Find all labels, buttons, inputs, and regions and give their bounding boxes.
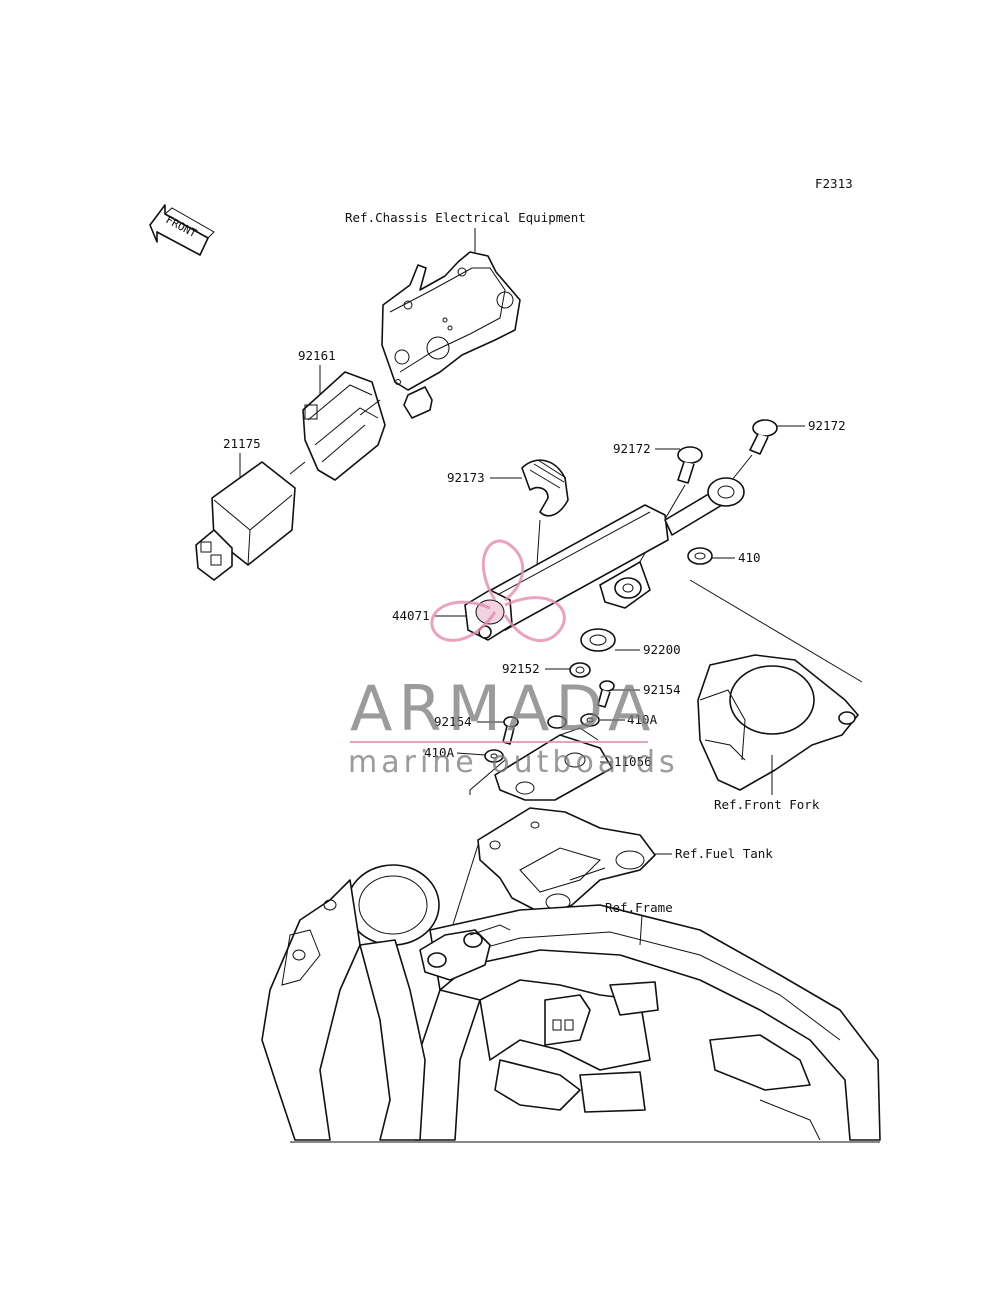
part-label-92154-b: 92154 [434,714,472,729]
electronic-module-21175 [195,461,296,581]
propeller-logo-icon [430,539,566,643]
washer-410A-b [484,749,504,763]
washer [547,715,567,729]
rubber-cover-92161 [302,371,386,481]
bracket-11056 [494,727,613,801]
part-label-92172-b: 92172 [808,418,846,433]
leader-line [731,454,753,481]
fuel-tank-bracket [477,807,656,916]
watermark-brand: ARMADA [350,672,656,745]
part-label-92200: 92200 [643,642,681,657]
leader-line [639,914,643,946]
clamp-92173 [521,459,569,517]
ref-fuel-tank-label: Ref.Fuel Tank [675,846,773,861]
part-label-92152: 92152 [502,661,540,676]
washer-92152 [569,662,591,678]
part-label-21175: 21175 [223,436,261,451]
leader-line [289,461,306,475]
part-label-92173: 92173 [447,470,485,485]
leader-line [359,399,381,416]
washer-410 [687,547,713,565]
armada-watermark: ARMADA marine outboards [348,539,679,780]
ref-front-fork-label: Ref.Front Fork [714,797,820,812]
electrical-bracket [381,251,521,419]
ref-chassis-electrical-label: Ref.Chassis Electrical Equipment [345,210,586,225]
leader-line [689,579,863,683]
bolt-92172-b [749,419,778,455]
figure-code: F2313 [815,176,853,191]
part-label-410A-b: 410A [424,745,455,760]
part-label-92161: 92161 [298,348,336,363]
bolt-92172-a [677,446,703,484]
motorcycle-frame [261,864,881,1143]
front-arrow-icon: FRONT [149,204,215,256]
bolt-92154-a [597,680,615,708]
ref-frame-label: Ref.Frame [605,900,673,915]
part-label-92172-a: 92172 [613,441,651,456]
part-label-410: 410 [738,550,761,565]
watermark-tagline: marine outboards [348,745,679,780]
spacer-92200 [580,628,616,652]
part-label-92154-a: 92154 [643,682,681,697]
part-label-44071: 44071 [392,608,430,623]
front-fork-top-bridge [697,654,859,791]
part-label-11056: 11056 [614,754,652,769]
leader-line [469,759,506,791]
part-label-410A-a: 410A [627,712,658,727]
leader-line [456,752,486,756]
washer-410A-a [580,713,600,727]
